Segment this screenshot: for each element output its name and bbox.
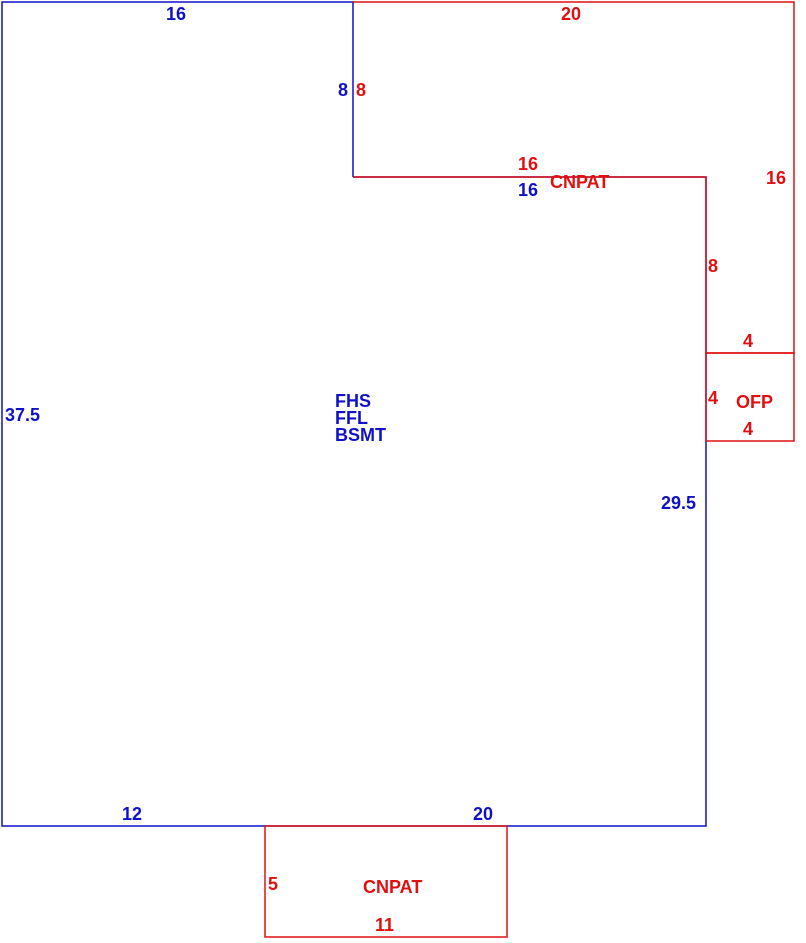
ofp-bottom-dimension: 4	[743, 419, 753, 439]
main-area-label-ffl: FFL	[335, 408, 368, 428]
cnpat-top-step-dimension: 4	[743, 331, 753, 351]
main-top-dimension: 16	[166, 4, 186, 24]
cnpat-top-right-dimension: 16	[766, 168, 786, 188]
main-step-horizontal-dimension: 16	[518, 180, 538, 200]
main-bottom-left-dimension: 12	[122, 804, 142, 824]
cnpat-top-bottom-dimension: 16	[518, 154, 538, 174]
main-area-label-fhs: FHS	[335, 391, 371, 411]
main-step-vertical-dimension: 8	[338, 80, 348, 100]
main-left-dimension: 37.5	[5, 405, 40, 425]
main-right-dimension: 29.5	[661, 493, 696, 513]
cnpat-top-label: CNPAT	[550, 172, 609, 192]
ofp-label: OFP	[736, 392, 773, 412]
cnpat-bottom-outline	[264, 825, 508, 938]
ofp-outline	[705, 352, 795, 442]
cnpat-top-left-dimension: 8	[356, 80, 366, 100]
main-bottom-right-dimension: 20	[473, 804, 493, 824]
main-area-label-bsmt: BSMT	[335, 425, 386, 445]
cnpat-bottom-bottom-dimension: 11	[375, 915, 394, 935]
cnpat-bottom-label: CNPAT	[363, 877, 422, 897]
cnpat-top-top-dimension: 20	[561, 4, 581, 24]
cnpat-top-inner-right-dimension: 8	[708, 256, 718, 276]
cnpat-bottom-left-dimension: 5	[268, 874, 278, 894]
ofp-left-dimension: 4	[708, 388, 718, 408]
